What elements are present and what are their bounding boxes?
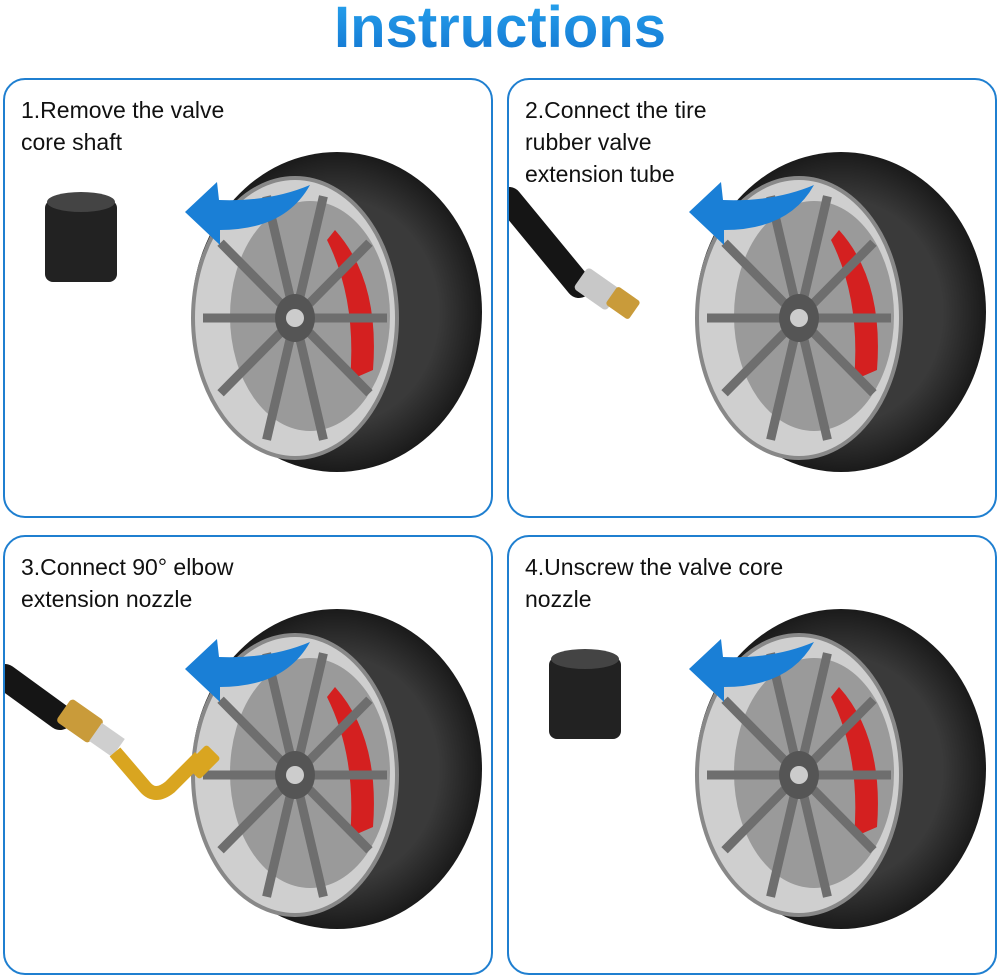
illustration-shape — [606, 287, 640, 319]
rotation-arrow-icon — [185, 182, 310, 245]
illustration-shape — [286, 766, 304, 784]
tire-illustration — [45, 152, 482, 472]
illustration-shape — [509, 187, 592, 298]
step-1-caption: 1.Remove the valve core shaft — [21, 94, 281, 158]
step-3-caption: 3.Connect 90° elbow extension nozzle — [21, 551, 281, 615]
step-2-panel: 2.Connect the tire rubber valve extensio… — [507, 78, 997, 518]
caption-line: core shaft — [21, 129, 122, 155]
illustration-shape — [89, 722, 125, 758]
caption-line: extension nozzle — [21, 586, 193, 612]
elbow-nozzle-icon — [5, 664, 220, 800]
illustration-shape — [47, 192, 115, 212]
illustration-shape — [549, 657, 621, 739]
illustration-shape — [286, 309, 304, 327]
caption-line: nozzle — [525, 586, 592, 612]
step-1-panel: 1.Remove the valve core shaft — [3, 78, 493, 518]
tire-illustration — [549, 609, 986, 929]
illustration-shape — [45, 200, 117, 282]
tire-illustration — [509, 152, 986, 472]
caption-line: extension tube — [525, 161, 675, 187]
rotation-arrow-icon — [689, 182, 814, 245]
illustration-shape — [186, 745, 220, 779]
illustration-shape — [5, 664, 73, 730]
rotation-arrow-icon — [689, 639, 814, 702]
step-2-caption: 2.Connect the tire rubber valve extensio… — [525, 94, 785, 190]
tire-illustration — [5, 609, 482, 929]
illustration-shape — [551, 649, 619, 669]
illustration-shape — [790, 309, 808, 327]
caption-line: 3.Connect 90° elbow — [21, 554, 234, 580]
rotation-arrow-icon — [185, 639, 310, 702]
step-4-caption: 4.Unscrew the valve core nozzle — [525, 551, 825, 615]
valve-cap-icon — [549, 649, 621, 739]
valve-cap-icon — [45, 192, 117, 282]
caption-line: rubber valve — [525, 129, 652, 155]
caption-line: 1.Remove the valve — [21, 97, 225, 123]
illustration-shape — [790, 766, 808, 784]
illustration-shape — [574, 268, 620, 310]
illustration-shape — [57, 699, 103, 743]
step-4-panel: 4.Unscrew the valve core nozzle — [507, 535, 997, 975]
page-title: Instructions — [0, 0, 1000, 61]
illustration-shape — [109, 747, 205, 800]
caption-line: 4.Unscrew the valve core — [525, 554, 784, 580]
extension-hose-icon — [509, 187, 640, 319]
caption-line: 2.Connect the tire — [525, 97, 707, 123]
step-3-panel: 3.Connect 90° elbow extension nozzle — [3, 535, 493, 975]
